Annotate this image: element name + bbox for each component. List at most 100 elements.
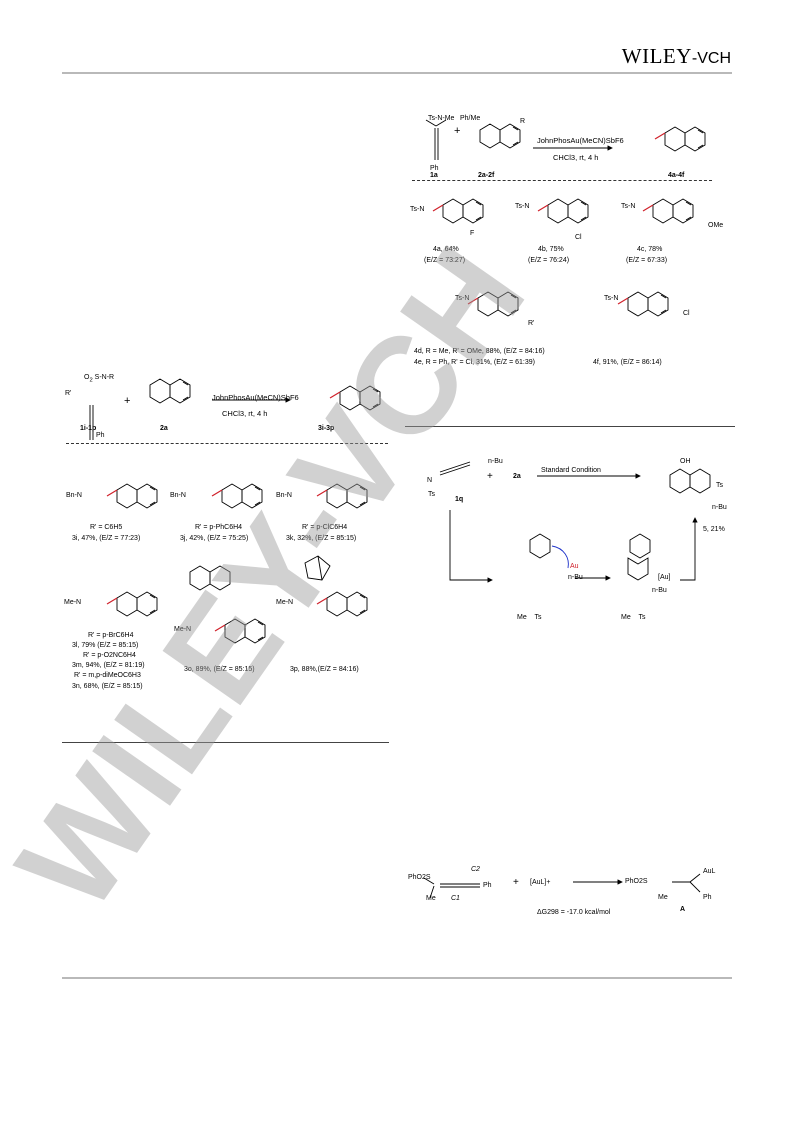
- label-rp-4d: R': [528, 320, 535, 327]
- ynamide-1q: [439, 461, 471, 476]
- caption-3n: 3n, 68%, (E/Z = 85:15): [72, 683, 143, 690]
- mechanism-rule: [405, 426, 735, 427]
- label-oh: OH: [680, 458, 691, 465]
- structure-3i: [106, 483, 158, 509]
- label-me-ts-int2: Me Ts: [621, 614, 646, 621]
- ez-4a: (E/Z = 73:27): [424, 257, 466, 264]
- arrow-down-right: [449, 510, 493, 583]
- label-product-5: 5, 21%: [703, 526, 725, 533]
- structure-3p: [316, 591, 368, 617]
- label-cl: Cl: [575, 234, 582, 241]
- label-me-3o: Me‑N: [174, 626, 192, 633]
- label-ph-bottom: Ph: [483, 882, 492, 889]
- label-pho2s: PhO2S: [408, 874, 431, 881]
- label-au: Au: [570, 563, 579, 570]
- rp-3j: R' = p-PhC6H4: [195, 524, 243, 531]
- label-ph-me: Ph/Me: [460, 115, 481, 122]
- rp-3n: R' = m,p-diMeOC6H3: [74, 672, 141, 679]
- camphor-3p: [304, 555, 331, 581]
- label-1a: 1a: [430, 172, 438, 179]
- footer-rule: [62, 977, 732, 979]
- plus-bottom: +: [513, 877, 519, 888]
- structure-3o: [214, 618, 266, 644]
- label-f: F: [470, 230, 475, 237]
- caption-4b: 4b, 75%: [538, 246, 564, 253]
- label-ts-4a: Ts‑N: [410, 206, 425, 213]
- label-bn-3j: Bn‑N: [170, 492, 186, 499]
- label-ts-me: Ts‑N‑Me: [428, 115, 455, 122]
- label-aul-product: AuL: [703, 868, 716, 875]
- structure-4d-4e: [467, 291, 519, 317]
- label-bn-3i: Bn‑N: [66, 492, 82, 499]
- structure-5: [669, 468, 711, 494]
- rp-3m: R' = p-O2NC6H4: [83, 652, 136, 659]
- label-me-3l: Me‑N: [64, 599, 82, 606]
- label-ome: OMe: [708, 222, 724, 229]
- label-rp-left: R': [65, 390, 72, 397]
- arrow-up: [680, 517, 698, 581]
- product-4-general: [654, 126, 706, 152]
- catalyst-left: JohnPhosAu(MeCN)SbF6: [212, 393, 299, 402]
- label-ts-4f: Ts‑N: [604, 295, 619, 302]
- label-1i-1p: 1i-1p: [80, 425, 97, 432]
- benzisoxazole-2a-left: [149, 378, 191, 404]
- label-ph-product: Ph: [703, 894, 712, 901]
- label-standard-condition: Standard Condition: [541, 467, 601, 474]
- caption-3k: 3k, 32%, (E/Z = 85:15): [286, 535, 357, 542]
- label-aul-cat: [AuL]+: [530, 879, 551, 886]
- label-ts-5: Ts: [716, 482, 723, 489]
- product-3-general: [329, 385, 381, 411]
- left-scheme-rule: [62, 742, 389, 743]
- plus-mech: +: [487, 471, 493, 482]
- ynamide-1a: [425, 119, 447, 160]
- structure-3l-3n: [106, 591, 158, 617]
- caption-3i: 3i, 47%, (E/Z = 77:23): [72, 535, 141, 542]
- label-me-3p: Me‑N: [276, 599, 294, 606]
- structure-3k: [316, 483, 368, 509]
- structure-4a: [432, 198, 484, 224]
- benzisoxazole-2a-2f: [479, 123, 521, 149]
- label-2a-mech: 2a: [513, 473, 521, 480]
- dashed-divider-top: [412, 180, 712, 181]
- journal-brand: WILEY-VCH: [622, 44, 731, 69]
- label-me-product: Me: [658, 894, 668, 901]
- caption-4e: 4e, R = Ph, R' = Cl, 31%, (E/Z = 61:39): [414, 359, 535, 366]
- structure-3j: [211, 483, 263, 509]
- label-r-top: R: [520, 118, 526, 125]
- label-nbu-int1: n-Bu: [568, 574, 583, 581]
- ez-4c: (E/Z = 67:33): [626, 257, 668, 264]
- intermediate-1: [529, 533, 569, 569]
- label-nbu-int2: n-Bu: [652, 587, 667, 594]
- keteniminium-A: [672, 873, 701, 893]
- caption-3o: 3o, 89%, (E/Z = 85:15): [184, 666, 255, 673]
- label-au-bracket: [Au]: [658, 574, 671, 581]
- label-ts-4c: Ts‑N: [621, 203, 636, 210]
- ez-4b: (E/Z = 76:24): [528, 257, 570, 264]
- label-ts-4d: Ts‑N: [455, 295, 470, 302]
- label-c1: C1: [451, 895, 460, 902]
- caption-3m: 3m, 94%, (E/Z = 81:19): [72, 662, 145, 669]
- dioxane-ring-3o: [189, 565, 231, 591]
- brand-suffix: -VCH: [691, 50, 731, 67]
- label-1q: 1q: [455, 496, 464, 503]
- header-rule: [62, 72, 732, 74]
- caption-3l: 3l, 79% (E/Z = 85:15): [72, 642, 139, 649]
- intermediate-2: [627, 533, 651, 581]
- structure-4f: [617, 291, 669, 317]
- ynamide-1i-1p: [89, 405, 94, 440]
- label-nbu-5: n-Bu: [712, 504, 727, 511]
- label-4a-4f: 4a-4f: [668, 172, 685, 179]
- label-n-1q: N: [427, 477, 433, 484]
- caption-4d: 4d, R = Me, R' = OMe, 88%, (E/Z = 84:16): [414, 348, 545, 355]
- rp-3i: R' = C6H5: [90, 524, 123, 531]
- rp-3l: R' = p-BrC6H4: [88, 632, 134, 639]
- label-3i-3p: 3i-3p: [318, 425, 335, 432]
- caption-4f: 4f, 91%, (E/Z = 86:14): [593, 359, 662, 366]
- conditions-left: CHCl3, rt, 4 h: [222, 409, 268, 418]
- label-pho2s-product: PhO2S: [625, 878, 648, 885]
- caption-3p: 3p, 88%,(E/Z = 84:16): [290, 666, 359, 673]
- label-delta-g: ΔG298 = -17.0 kcal/mol: [537, 909, 611, 916]
- label-2a-2f: 2a-2f: [478, 172, 495, 179]
- label-bn-3k: Bn‑N: [276, 492, 292, 499]
